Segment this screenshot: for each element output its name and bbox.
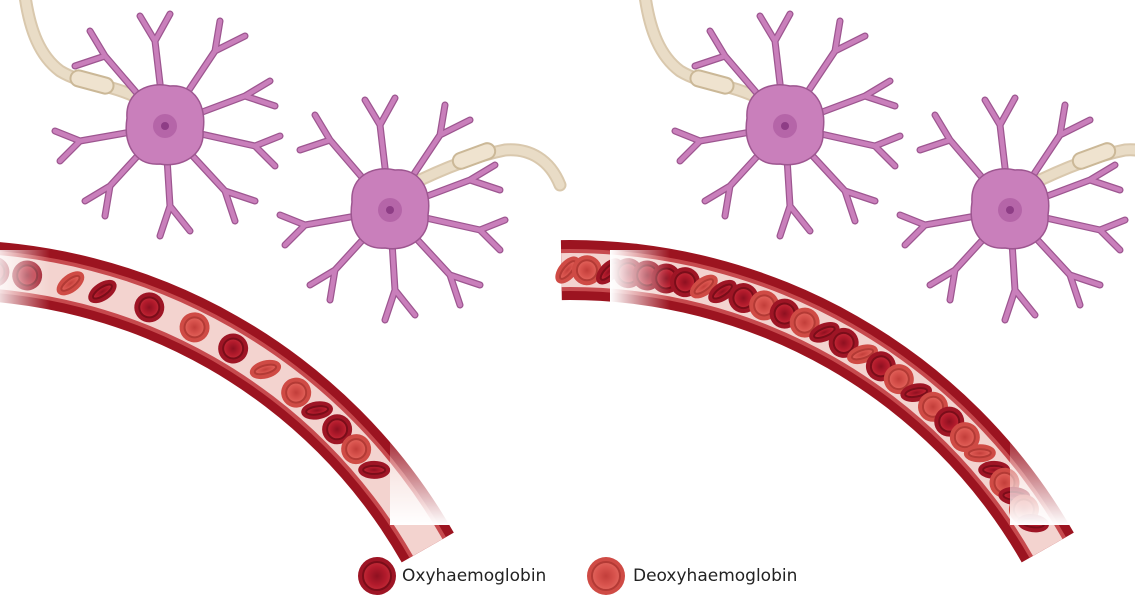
legend-deoxy-label: Deoxyhaemoglobin [633,566,797,586]
legend-oxy-swatch [358,557,396,595]
panel-activated [551,0,1135,562]
nucleolus [1006,206,1014,214]
vessel-fade-bottom [1010,430,1135,525]
panel-baseline [0,0,560,562]
legend-oxy-label: Oxyhaemoglobin [402,566,546,586]
neuron [900,98,1135,320]
neuron [25,0,280,236]
nucleolus [781,122,789,130]
legend: Oxyhaemoglobin Deoxyhaemoglobin [358,557,797,595]
neuron [645,0,900,236]
axon [1030,141,1135,185]
vessel-fade-left [610,250,670,340]
vessel-fade-left [0,250,50,340]
myelin-sheath [69,69,116,96]
legend-deoxy-swatch [587,557,625,595]
neuron [280,98,560,320]
nucleolus [386,206,394,214]
vessel-fade-bottom [390,430,550,525]
nucleolus [161,122,169,130]
myelin-sheath [689,69,736,96]
